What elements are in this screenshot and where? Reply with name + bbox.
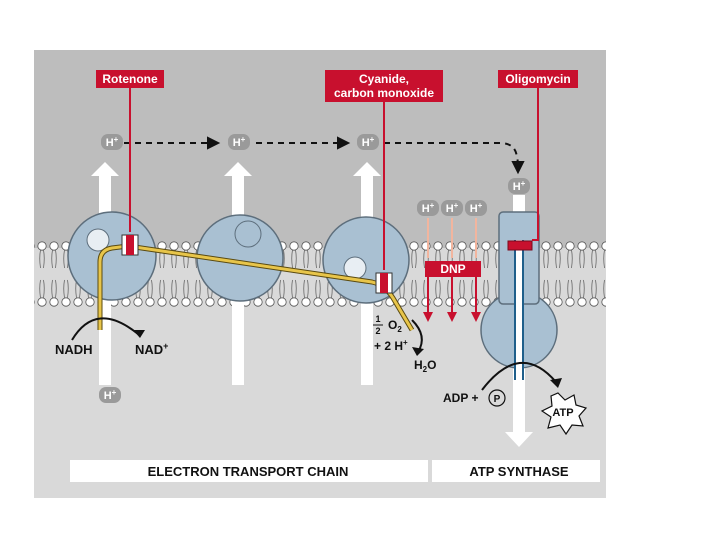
atp-arrowhead [550,378,562,388]
complex-iv [322,216,410,304]
h-plus-badge: H+ [357,134,379,150]
svg-text:H+: H+ [422,201,435,215]
water-product: H2O [414,358,436,374]
complex-iii [196,214,284,302]
svg-text:H+: H+ [470,201,483,215]
svg-text:1: 1 [375,314,380,324]
svg-text:H+: H+ [106,135,119,149]
atp-label: ATP [552,407,573,419]
oligomycin-block [507,240,533,251]
nadh-oxidation-arrow [71,317,139,341]
oligomycin-label: Oligomycin [505,72,570,86]
h-plus-badge: H+ [417,200,439,216]
etc-caption: ELECTRON TRANSPORT CHAIN [148,464,349,479]
atp-synthase [480,211,558,380]
adp-label: ADP + [443,391,478,405]
phosphate-circle [488,389,506,407]
rotenone-label-box [96,70,164,88]
oligomycin-label-box [498,70,578,88]
caption-bar [70,460,600,482]
cyanide-label-box [325,70,443,102]
inhibitor-lines [129,88,539,270]
dnp-leak-arrows [423,218,481,322]
protons-reactant: + 2 H+ [374,338,408,353]
phosphate-label: P [494,394,501,405]
h-plus-badge: H+ [465,200,487,216]
complex-i [67,211,157,301]
svg-text:H+: H+ [362,135,375,149]
svg-text:O2: O2 [388,318,402,334]
svg-text:2: 2 [375,326,380,336]
dnp-label-box [425,261,481,277]
svg-text:H+: H+ [233,135,246,149]
h-plus-badge: H+ [508,178,530,194]
proton-flow-dashed [124,136,525,175]
oxygen-reactant: 1 2 O2 [373,314,402,336]
proton-badges: H+ H+ H+ H+ H+ H+ H+ H+ [99,134,530,403]
h-plus-badge: H+ [441,200,463,216]
rotenone-label: Rotenone [102,72,158,86]
cyanide-label-line1: Cyanide, [359,72,409,86]
inhibitor-blocks [121,234,533,294]
atp-formation-arrow [481,361,557,391]
svg-text:H+: H+ [446,201,459,215]
atp-synthase-caption: ATP SYNTHASE [469,464,569,479]
nad-plus-label: NAD+ [135,341,168,357]
h-plus-badge: H+ [101,134,123,150]
svg-text:H+: H+ [513,179,526,193]
h-plus-badge: H+ [228,134,250,150]
h-plus-badge: H+ [99,387,121,403]
nadh-label: NADH [55,342,93,357]
atp-burst [540,392,588,436]
dnp-label: DNP [440,262,465,276]
cyanide-label-line2: carbon monoxide [334,86,434,100]
nadh-arrowhead [133,330,145,338]
oxygen-arrowhead [412,347,424,356]
svg-text:H+: H+ [104,388,117,402]
